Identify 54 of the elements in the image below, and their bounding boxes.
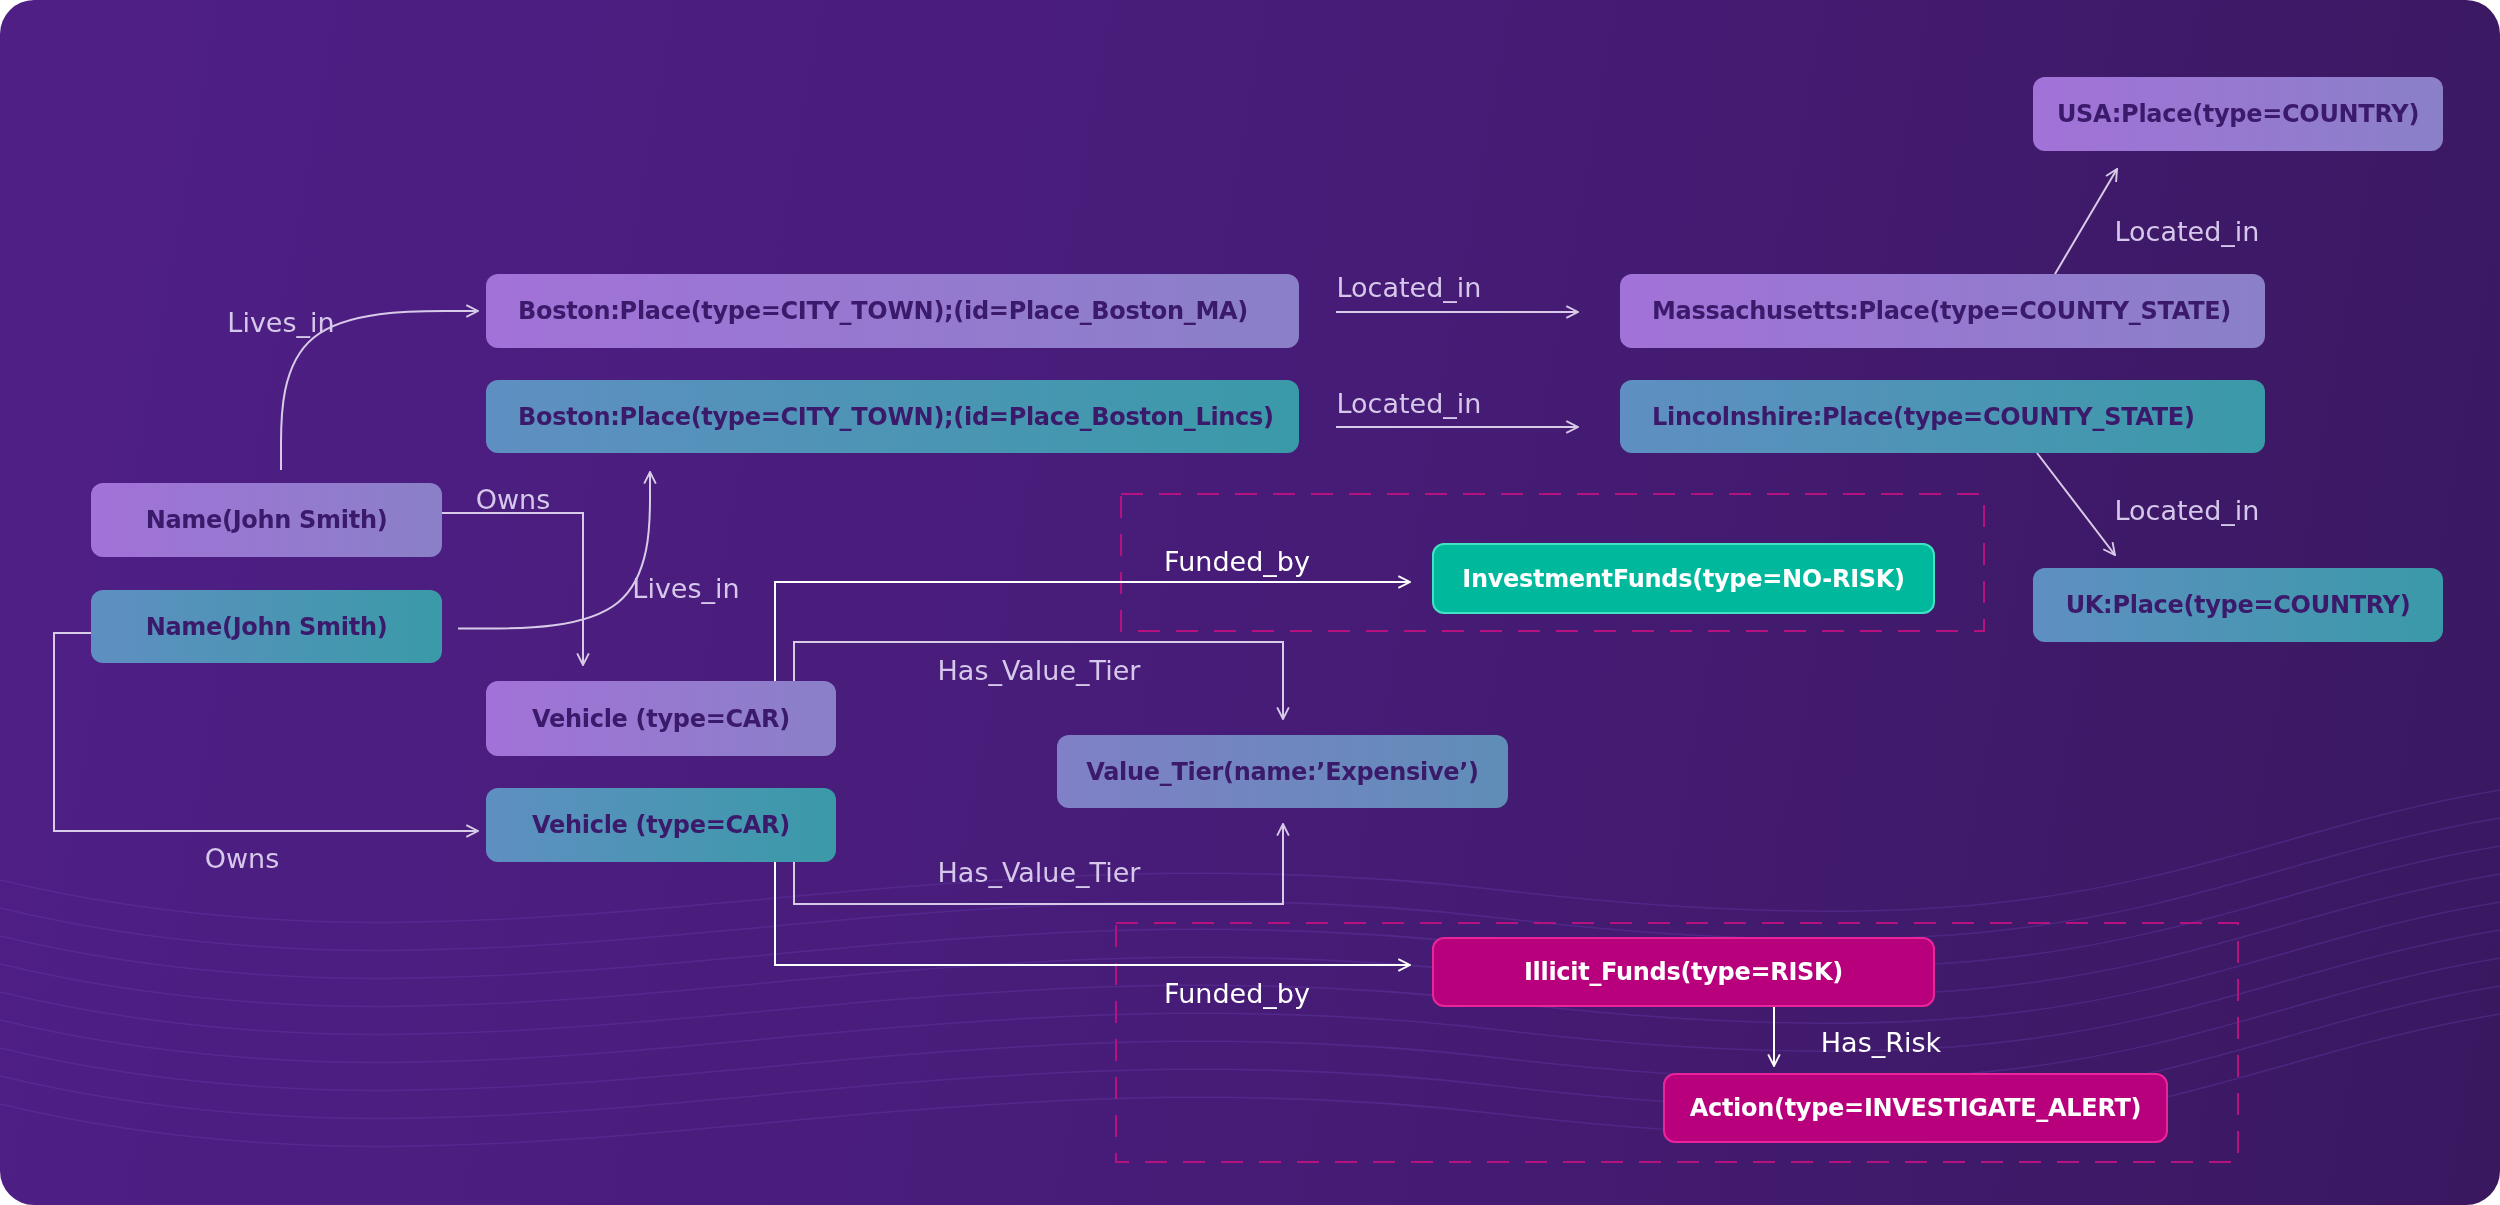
- arrow: [793, 823, 1290, 905]
- arrow: [1335, 305, 1579, 319]
- node-label: UK:Place(type=COUNTRY): [2065, 591, 2411, 619]
- arrow: [280, 304, 479, 471]
- node-box: [1663, 1073, 2168, 1143]
- arrow: [1335, 420, 1579, 434]
- node-label: Lincolnshire:Place(type=COUNTY_STATE): [1652, 402, 2195, 431]
- node-box: [91, 590, 442, 663]
- node-box: [2033, 568, 2443, 642]
- arrow: [774, 861, 1411, 972]
- node-label: Value_Tier(name:’Expensive’): [1086, 757, 1479, 786]
- node-label: InvestmentFunds(type=NO-RISK): [1462, 564, 1905, 593]
- edge-label: Has_Value_Tier: [937, 654, 1141, 686]
- node-box: [486, 681, 836, 756]
- node-box: [486, 274, 1299, 348]
- node-label: Action(type=INVESTIGATE_ALERT): [1689, 1094, 2142, 1122]
- node-label: Boston:Place(type=CITY_TOWN);(id=Place_Boston_MA): [518, 297, 1248, 325]
- edge-label: Funded_by: [1164, 545, 1310, 577]
- arrow: [457, 471, 657, 630]
- arrow: [2036, 452, 2116, 556]
- node-box: [486, 788, 836, 862]
- arrow: [774, 575, 1411, 682]
- arrow: [441, 512, 590, 666]
- node-label: Name(John Smith): [145, 612, 388, 641]
- node-label: Vehicle (type=CAR): [532, 811, 790, 839]
- edge-label: Funded_by: [1164, 977, 1310, 1009]
- node-label: Name(John Smith): [145, 506, 388, 534]
- node-label: Illicit_Funds(type=RISK): [1523, 958, 1844, 986]
- edge-label: Lives_in: [632, 572, 740, 604]
- edge-label: Lives_in: [227, 306, 335, 338]
- edge-label: Located_in: [1336, 271, 1482, 303]
- node-box: [1057, 735, 1508, 808]
- edge-label: Has_Value_Tier: [937, 856, 1141, 888]
- node-label: USA:Place(type=COUNTRY): [2056, 100, 2420, 128]
- node-box: [486, 380, 1299, 453]
- edge-label: Located_in: [2114, 215, 2260, 247]
- edge-label: Located_in: [1336, 387, 1482, 419]
- edge-label: Owns: [475, 483, 551, 515]
- node-label: Boston:Place(type=CITY_TOWN);(id=Place_Boston_Lincs): [518, 402, 1274, 431]
- edge-label: Owns: [204, 842, 280, 874]
- arrow: [793, 641, 1290, 720]
- arrow: [53, 632, 479, 838]
- node-box: [91, 483, 442, 557]
- node-box: [1432, 543, 1935, 614]
- edge-label: Has_Risk: [1820, 1026, 1942, 1058]
- node-label: Massachusetts:Place(type=COUNTY_STATE): [1652, 297, 2231, 325]
- node-label: Vehicle (type=CAR): [532, 704, 790, 733]
- node-box: [1620, 274, 2265, 348]
- node-box: [1432, 937, 1935, 1007]
- arrow: [2054, 168, 2118, 275]
- arrow: [1767, 1006, 1781, 1067]
- edge-label: Located_in: [2114, 494, 2260, 526]
- node-box: [1620, 380, 2265, 453]
- node-box: [2033, 77, 2443, 151]
